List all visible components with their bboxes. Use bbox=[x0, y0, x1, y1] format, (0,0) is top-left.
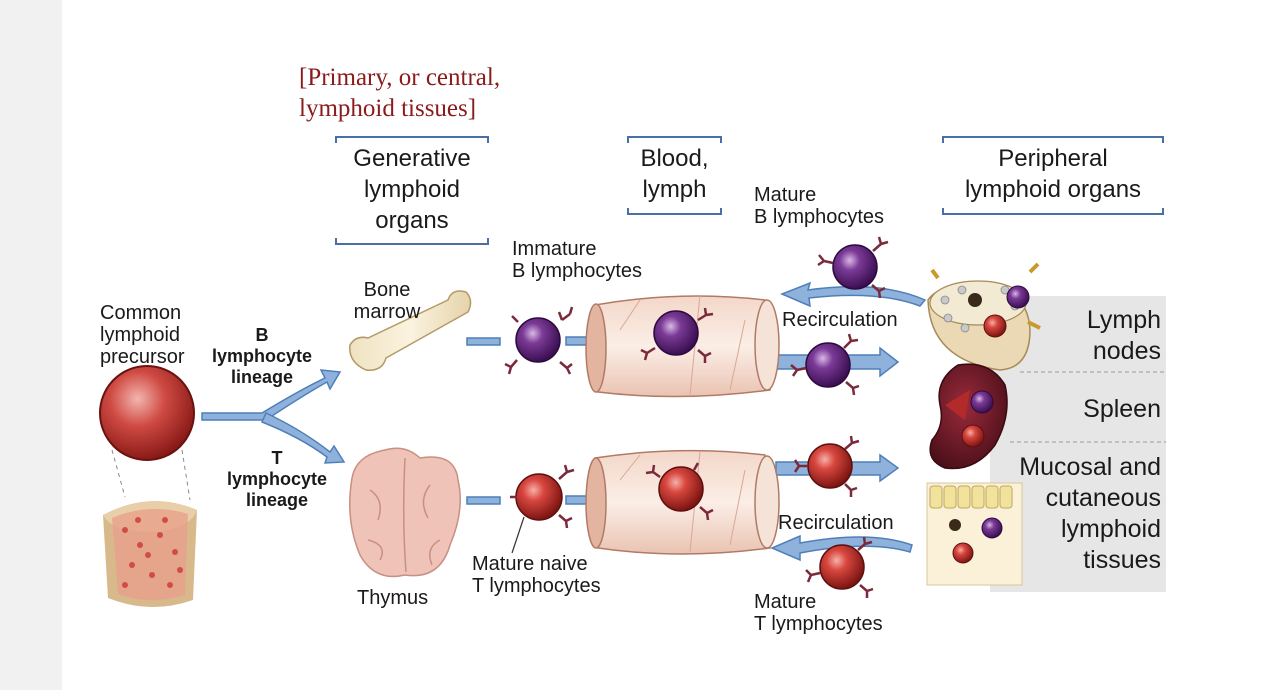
label-b-lineage: B lymphocyte lineage bbox=[212, 325, 312, 388]
label-recirculation-top: Recirculation bbox=[782, 309, 898, 331]
header-generative-line-2: lymphoid bbox=[363, 176, 461, 203]
mature-b-line-2: B lymphocytes bbox=[754, 206, 885, 228]
header-blood-line-1: Blood, bbox=[640, 145, 709, 172]
lymph-node-illustration bbox=[927, 262, 1041, 371]
mature-b-line-1: Mature bbox=[754, 184, 817, 206]
b-lineage-line-2: lymphocyte bbox=[212, 346, 313, 366]
mature-t-line-1: Mature bbox=[754, 591, 817, 613]
zoom-line-left bbox=[111, 449, 126, 498]
label-mature-b: Mature B lymphocytes bbox=[754, 184, 884, 228]
label-t-lineage: T lymphocyte lineage bbox=[212, 448, 342, 511]
common-line-1: Common bbox=[100, 302, 182, 324]
b-cell-in-vessel bbox=[640, 307, 714, 363]
mucosal-line-1: Mucosal and bbox=[1019, 453, 1161, 481]
label-immature-b: Immature B lymphocytes bbox=[512, 238, 642, 282]
label-bone-marrow: Bone marrow bbox=[352, 279, 422, 323]
common-line-2: lymphoid bbox=[100, 324, 181, 346]
mature-naive-t-line-2: T lymphocytes bbox=[472, 575, 601, 597]
label-recirculation-bottom: Recirculation bbox=[778, 512, 894, 534]
header-peripheral-line-1: Peripheral bbox=[998, 145, 1108, 172]
lymph-nodes-line-1: Lymph bbox=[1086, 306, 1161, 334]
bone-marrow-line-2: marrow bbox=[353, 301, 421, 323]
zoom-line-right bbox=[181, 449, 191, 501]
mucosal-line-4: tissues bbox=[1083, 546, 1161, 574]
b-lineage-line-3: lineage bbox=[230, 367, 294, 387]
mature-naive-t-cell bbox=[510, 464, 575, 529]
common-line-3: precursor bbox=[100, 346, 185, 368]
header-generative-line-3: organs bbox=[375, 207, 449, 234]
label-spleen: Spleen bbox=[1083, 395, 1161, 423]
header-peripheral-line-2: lymphoid organs bbox=[964, 176, 1142, 203]
header-generative-line-1: Generative bbox=[353, 145, 471, 172]
b-lineage-line-1: B bbox=[255, 325, 269, 345]
mature-t-cell-top bbox=[793, 435, 860, 497]
mature-naive-t-line-1: Mature naive bbox=[472, 553, 588, 575]
annotation-line-1: [Primary, or central, bbox=[299, 64, 501, 91]
mucosal-tissue-illustration bbox=[926, 482, 1023, 586]
lineage-arrows bbox=[201, 369, 346, 464]
primary-tissues-annotation: [Primary, or central, lymphoid tissues] bbox=[299, 62, 500, 124]
t-lineage-line-1: T bbox=[271, 448, 283, 468]
bone-marrow-line-1: Bone bbox=[363, 279, 411, 301]
immature-b-cell bbox=[504, 306, 574, 375]
spleen-illustration bbox=[929, 363, 1008, 470]
header-blood-line-2: lymph bbox=[642, 176, 707, 203]
page-edge-shadow bbox=[0, 0, 62, 690]
bone-illustration bbox=[349, 290, 472, 371]
mature-t-line-2: T lymphocytes bbox=[754, 613, 883, 635]
label-common-lymphoid-precursor: Common lymphoid precursor bbox=[100, 302, 184, 368]
annotation-line-2: lymphoid tissues] bbox=[299, 95, 477, 122]
immature-b-line-1: Immature bbox=[512, 238, 597, 260]
immature-b-line-2: B lymphocytes bbox=[512, 260, 643, 282]
label-lymph-nodes: Lymph nodes bbox=[1087, 305, 1161, 367]
t-cell-pointer bbox=[511, 516, 525, 554]
bone-section-illustration bbox=[103, 501, 197, 608]
t-lineage-line-2: lymphocyte bbox=[226, 469, 328, 489]
t-cell-in-vessel bbox=[645, 462, 714, 521]
header-blood-lymph: Blood, lymph bbox=[618, 143, 731, 205]
t-lineage-line-3: lineage bbox=[245, 490, 309, 510]
label-thymus: Thymus bbox=[357, 587, 429, 609]
label-mature-t: Mature T lymphocytes bbox=[754, 591, 883, 635]
header-generative: Generative lymphoid organs bbox=[336, 143, 488, 236]
mature-b-cell-bottom bbox=[790, 333, 860, 396]
label-mature-naive-t: Mature naive T lymphocytes bbox=[472, 553, 601, 597]
precursor-cell bbox=[99, 365, 195, 461]
label-mucosal-tissues: Mucosal and cutaneous lymphoid tissues bbox=[1019, 452, 1161, 576]
header-brackets bbox=[335, 136, 1164, 245]
mucosal-line-2: cutaneous bbox=[1045, 484, 1161, 512]
lymph-nodes-line-2: nodes bbox=[1092, 337, 1161, 365]
mature-b-cell-top bbox=[817, 236, 889, 299]
header-peripheral: Peripheral lymphoid organs bbox=[938, 143, 1168, 205]
mucosal-line-3: lymphoid bbox=[1060, 515, 1161, 543]
thymus-illustration bbox=[349, 447, 461, 578]
mature-t-cell-bottom bbox=[805, 536, 874, 598]
